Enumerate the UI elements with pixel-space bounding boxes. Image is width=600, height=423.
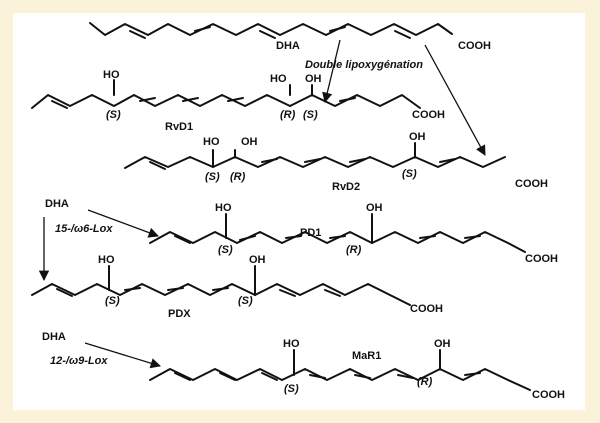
pdx-name: PDX: [168, 308, 191, 320]
dha-label: DHA: [276, 40, 300, 52]
arrow-dha-to-mar1: [84, 342, 161, 369]
rvd1-s: (S): [106, 109, 121, 121]
rvd2-chain: HO OH OH (S) (R) (S) RvD2 COOH: [124, 131, 548, 193]
double-lipox-label: Double lipoxygénation: [305, 59, 423, 71]
pdx-cooh: COOH: [410, 303, 443, 315]
mar1-chain: HO OH (S) (R) MaR1 COOH: [149, 338, 565, 401]
arrow-dha-to-rvd1: [322, 39, 341, 104]
lox12-label: 12-/ω9-Lox: [50, 355, 108, 367]
rvd1-ho: HO: [103, 69, 120, 81]
pd1-oh: OH: [366, 202, 383, 214]
cooh-label: COOH: [458, 40, 491, 52]
rvd1-cooh: COOH: [412, 109, 445, 121]
pd1-ho: HO: [215, 202, 232, 214]
mar1-name: MaR1: [352, 350, 381, 362]
pd1-chain: HO OH (S) (R) PD1 COOH: [149, 202, 558, 265]
dha-mid-label: DHA: [45, 198, 69, 210]
rvd2-s: (S): [205, 171, 220, 183]
dha-bottom-label: DHA: [42, 331, 66, 343]
pdx-oh: OH: [249, 254, 266, 266]
pdx-ho: HO: [98, 254, 115, 266]
rvd2-oh: OH: [241, 136, 258, 148]
mar1-oh: OH: [434, 338, 451, 350]
pd1-s: (S): [218, 244, 233, 256]
mar1-cooh: COOH: [532, 389, 565, 401]
dha-chain: COOH DHA Double lipoxygénation: [89, 22, 491, 71]
rvd2-cooh: COOH: [515, 178, 548, 190]
arrow-dha-to-pd1: [87, 209, 159, 238]
pd1-name: PD1: [300, 227, 321, 239]
pd1-r: (R): [346, 244, 362, 256]
mar1-ho: HO: [283, 338, 300, 350]
rvd1-oh: OH: [305, 73, 322, 85]
lox15-label: 15-/ω6-Lox: [55, 223, 113, 235]
rvd2-r: (R): [230, 171, 246, 183]
rvd1-chain: HO HO OH (S) (R) (S) COOH RvD1: [31, 69, 445, 133]
mar1-r: (R): [417, 376, 433, 388]
rvd2-name: RvD2: [332, 181, 360, 193]
pd1-cooh: COOH: [525, 253, 558, 265]
rvd1-name: RvD1: [165, 121, 193, 133]
pdx-chain: HO OH (S) (S) PDX COOH: [31, 254, 443, 320]
mar1-s: (S): [284, 383, 299, 395]
diagram-panel: [13, 13, 585, 410]
rvd1-s2: (S): [303, 109, 318, 121]
rvd1-ho2: HO: [270, 73, 287, 85]
rvd2-ho: HO: [203, 136, 220, 148]
pdx-s2: (S): [238, 295, 253, 307]
rvd2-oh2: OH: [409, 131, 426, 143]
rvd1-r: (R): [280, 109, 296, 121]
pdx-s: (S): [105, 295, 120, 307]
arrow-dha-to-rvd2: [424, 44, 486, 156]
rvd2-s2: (S): [402, 168, 417, 180]
